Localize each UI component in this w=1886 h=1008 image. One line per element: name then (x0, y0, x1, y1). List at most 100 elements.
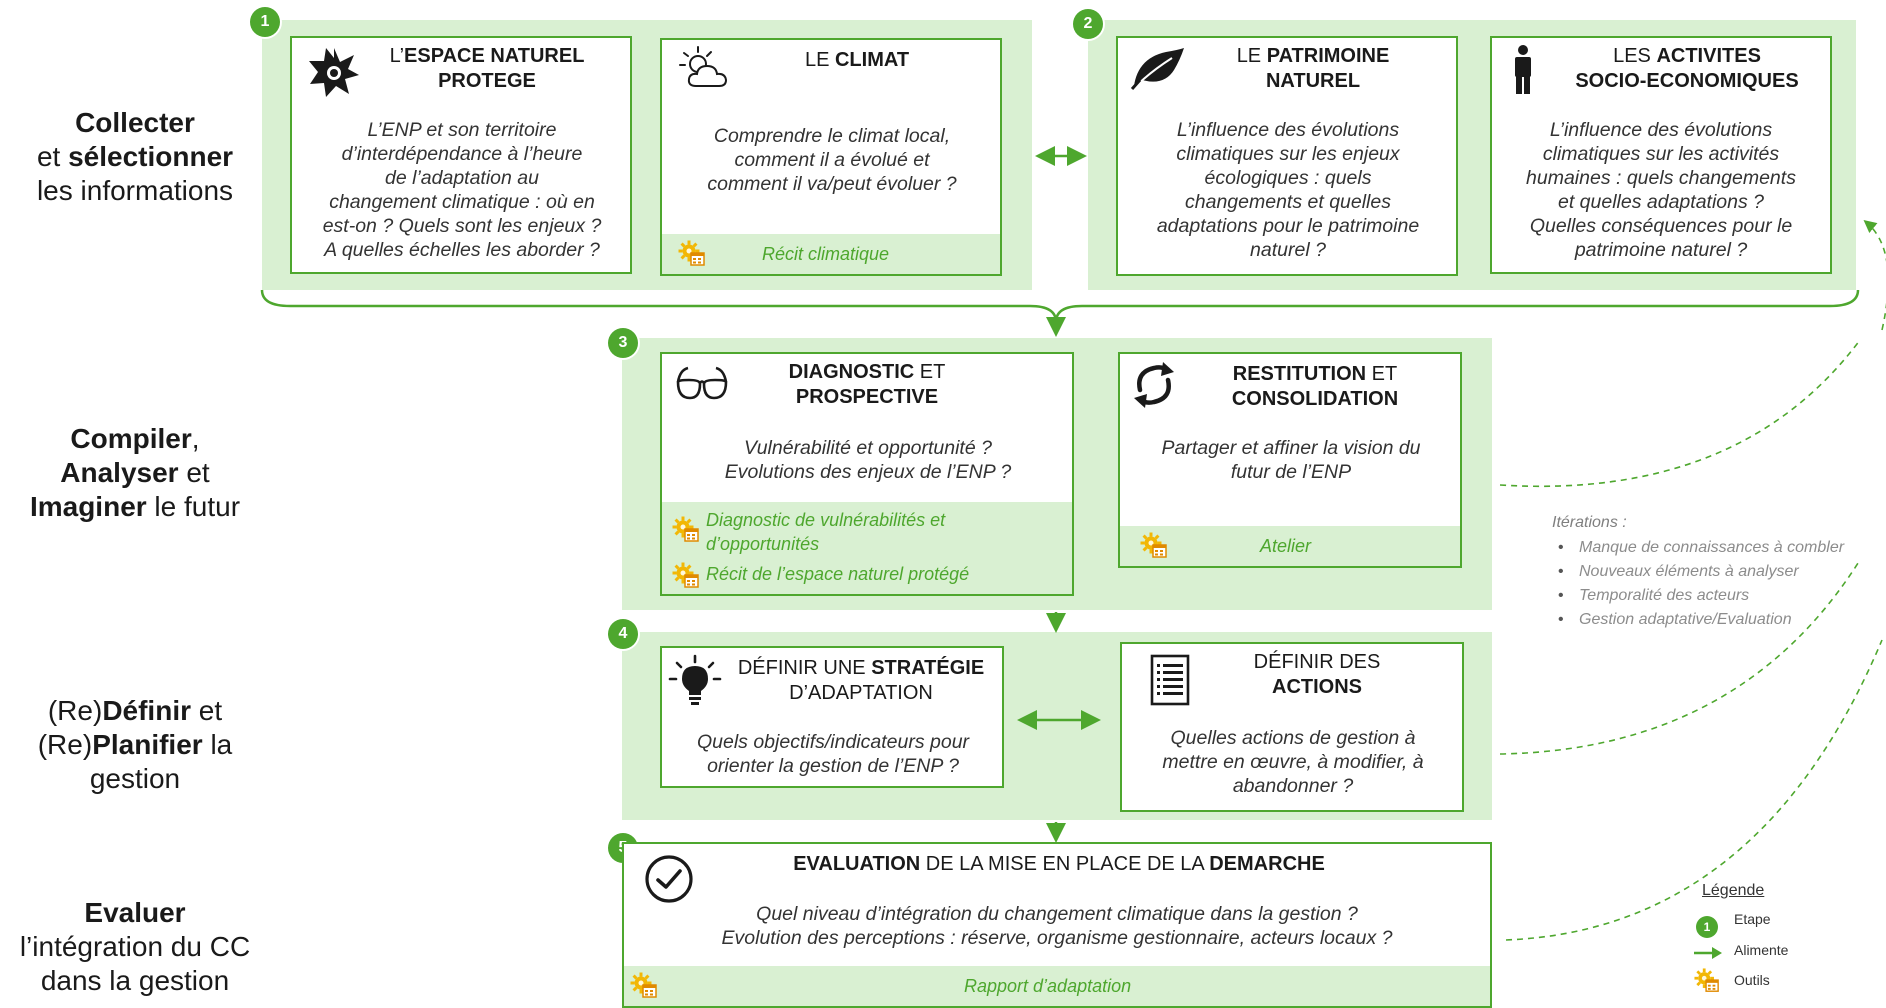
body-line: Comprendre le climat local, (713, 125, 951, 147)
body-line: naturel ? (1250, 239, 1326, 261)
title-part: ET (914, 361, 946, 383)
tool-link-diagnostic[interactable]: Diagnostic de vulnérabilités et d’opport… (706, 508, 1036, 556)
card-actions: DÉFINIR DES ACTIONS Quelles actions de g… (1120, 642, 1464, 812)
card-body: Comprendre le climat local, comment il a… (668, 124, 996, 196)
body-line: adaptations pour le patrimoine (1156, 215, 1420, 237)
leaf-icon (1130, 48, 1184, 90)
card-espace-naturel: L’ESPACE NATUREL PROTEGE L’ENP et son te… (290, 36, 632, 274)
title-part: DEMARCHE (1209, 853, 1325, 875)
card-body: Vulnérabilité et opportunité ? Evolution… (668, 436, 1068, 484)
card-title: LES ACTIVITES SOCIO-ECONOMIQUES (1542, 44, 1830, 94)
person-icon (1515, 45, 1531, 94)
title-part: SOCIO-ECONOMIQUES (1575, 70, 1799, 92)
tool-line-part: d’opportunités (706, 534, 820, 554)
card-evaluation: EVALUATION DE LA MISE EN PLACE DE LA DEM… (622, 842, 1492, 1008)
legend-etape: Etape (1734, 911, 1771, 927)
stage-word: dans la gestion (40, 965, 230, 996)
stage-label-evaluate: Evaluer l’intégration du CC dans la gest… (0, 896, 270, 998)
title-part: D’ADAPTATION (789, 682, 933, 704)
title-part: LE (804, 49, 835, 71)
tool-link-recit-enp[interactable]: Récit de l’espace naturel protégé (706, 564, 970, 584)
card-activites: LES ACTIVITES SOCIO-ECONOMIQUES L’influe… (1490, 36, 1832, 274)
title-part: PROTEGE (438, 70, 536, 92)
tool-link-rapport[interactable]: Rapport d’adaptation (964, 976, 1132, 996)
body-line: changements et quelles (1185, 191, 1391, 213)
body-line: L’ENP et son territoire (367, 119, 557, 141)
card-title: EVALUATION DE LA MISE EN PLACE DE LA DEM… (624, 852, 1490, 877)
title-part: L’ (389, 45, 405, 67)
body-line: L’influence des évolutions (1549, 119, 1773, 141)
card-title: DÉFINIR DES ACTIONS (1192, 650, 1442, 700)
check-circle-icon (645, 855, 693, 903)
stage-word: Définir (102, 695, 191, 726)
card-title: LE CLIMAT (732, 48, 982, 73)
tool-line-part: Diagnostic de vulnérabilités et (706, 510, 946, 530)
step-badge-1: 1 (250, 7, 280, 37)
lightbulb-icon (668, 654, 722, 705)
iterations-box: Itérations : Manque de connaissances à c… (1552, 514, 1886, 632)
body-line: comment il va/peut évoluer ? (707, 173, 957, 195)
stage-word: (Re) (37, 729, 93, 760)
title-part: NATUREL (1265, 70, 1361, 92)
gear-tool-icon (672, 516, 699, 542)
star-icon (309, 48, 359, 97)
card-body: L’ENP et son territoire d’interdépendanc… (298, 118, 626, 262)
stage-label-plan: (Re)Définir et (Re)Planifier la gestion (0, 694, 270, 796)
card-body: L’influence des évolutions climatiques s… (1124, 118, 1452, 262)
body-line: écologiques : quels (1204, 167, 1372, 189)
body-line: futur de l’ENP (1230, 461, 1352, 483)
sun-cloud-icon (679, 46, 728, 87)
card-climat: LE CLIMAT Comprendre le climat local, co… (660, 38, 1002, 276)
body-line: Quelles conséquences pour le (1529, 215, 1793, 237)
card-body: Quelles actions de gestion à mettre en œ… (1128, 726, 1458, 798)
tool-strip: Atelier (1120, 526, 1460, 566)
glasses-icon (676, 366, 728, 400)
tool-link-recit-climatique[interactable]: Récit climatique (762, 244, 890, 264)
iterations-item: Gestion adaptative/Evaluation (1552, 608, 1886, 632)
title-part: ESPACE NATUREL (404, 45, 585, 67)
body-line: L’influence des évolutions (1176, 119, 1400, 141)
stage-word: sélectionner (68, 141, 234, 172)
title-part: DÉFINIR DES (1253, 651, 1381, 673)
title-part: LES (1613, 45, 1657, 67)
stage-word: Planifier (92, 729, 203, 760)
stage-word: Imaginer (29, 491, 147, 522)
body-line: patrimoine naturel ? (1574, 239, 1748, 261)
body-line: changement climatique : où en (329, 191, 595, 213)
card-title: LE PATRIMOINE NATUREL (1188, 44, 1438, 94)
body-line: mettre en œuvre, à modifier, à (1162, 751, 1424, 773)
card-title: DÉFINIR UNE STRATÉGIE D’ADAPTATION (726, 656, 996, 706)
title-part: ET (1366, 363, 1398, 385)
brace (260, 289, 1860, 323)
feedback-curve-3 (1499, 339, 1861, 488)
body-line: abandonner ? (1232, 775, 1354, 797)
stage-word: la (202, 729, 233, 760)
stage-label-analyse: Compiler, Analyser et Imaginer le futur (0, 422, 270, 524)
card-restitution: RESTITUTION ET CONSOLIDATION Partager et… (1118, 352, 1462, 568)
gear-tool-icon (630, 972, 657, 998)
stage-word: les informations (36, 175, 234, 206)
body-line: d’interdépendance à l’heure (341, 143, 583, 165)
tool-link-atelier[interactable]: Atelier (1260, 536, 1312, 556)
title-part: ACTIVITES (1656, 45, 1761, 67)
body-line: humaines : quels changements (1526, 167, 1796, 189)
body-line: Vulnérabilité et opportunité ? (744, 437, 992, 459)
iterations-item: Manque de connaissances à combler (1552, 536, 1886, 560)
stage-label-collect: Collecter et sélectionner les informatio… (0, 106, 270, 208)
iterations-item: Nouveaux éléments à analyser (1552, 560, 1886, 584)
step-badge-2: 2 (1073, 9, 1103, 39)
tool-strip: Rapport d’adaptation (624, 966, 1490, 1006)
title-part: DIAGNOSTIC (788, 361, 915, 383)
card-body: L’influence des évolutions climatiques s… (1496, 118, 1826, 262)
stage-word: Analyser (60, 457, 179, 488)
body-line: climatiques sur les activités (1542, 143, 1780, 165)
body-line: A quelles échelles les aborder ? (324, 239, 600, 261)
title-part: PATRIMOINE (1266, 45, 1390, 67)
legend-arrow-icon (1694, 947, 1722, 959)
body-line: climatiques sur les enjeux (1176, 143, 1400, 165)
title-part: EVALUATION (793, 853, 921, 875)
step-badge-3: 3 (608, 328, 638, 358)
feedback-main (1863, 219, 1886, 331)
title-part: ACTIONS (1272, 676, 1362, 698)
card-title: DIAGNOSTIC ET PROSPECTIVE (742, 360, 992, 410)
